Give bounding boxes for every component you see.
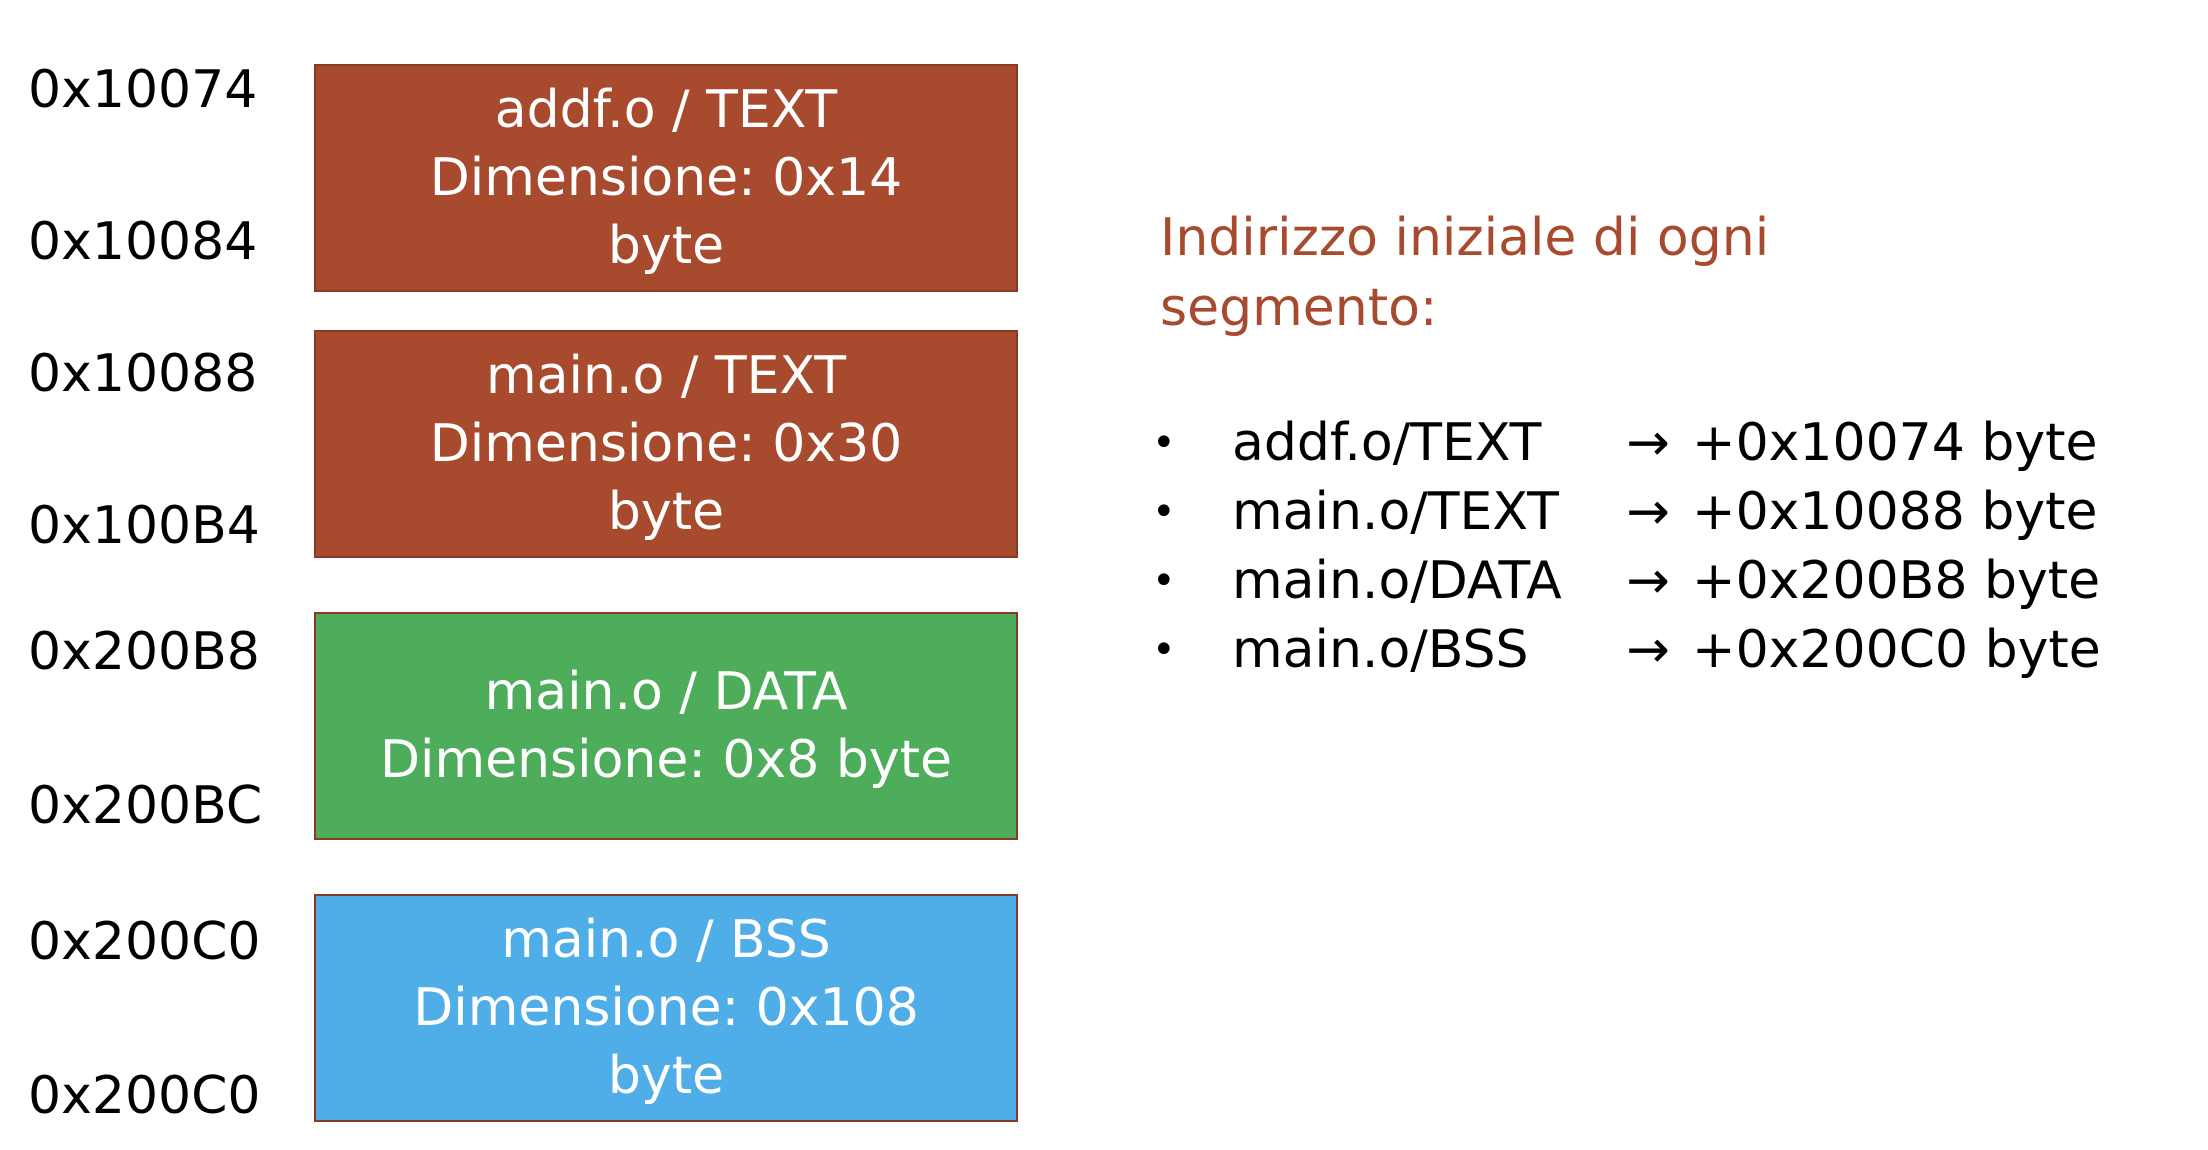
- segment-size: Dimensione: 0x8 byte: [379, 730, 953, 790]
- bullet-icon: •: [1152, 626, 1176, 673]
- segment-addf-text: addf.o / TEXT Dimensione: 0x14 byte: [314, 64, 1018, 292]
- legend-item: • main.o/BSS → +0x200C0 byte: [1152, 615, 2101, 684]
- segment-size: Dimensione: 0x30: [429, 414, 903, 474]
- segment-size: Dimensione: 0x14: [429, 148, 903, 208]
- segment-title: main.o / BSS: [501, 910, 831, 970]
- segment-size: Dimensione: 0x108: [413, 978, 919, 1038]
- address-label: 0x100B4: [28, 496, 260, 556]
- arrow-right-icon: →: [1626, 619, 1670, 680]
- address-label: 0x200BC: [28, 776, 263, 836]
- bullet-icon: •: [1152, 557, 1176, 604]
- legend-item-offset: +0x200B8 byte: [1692, 550, 2101, 611]
- address-label: 0x10088: [28, 344, 258, 404]
- legend-item-name: main.o/TEXT: [1232, 481, 1559, 542]
- legend-item-name: main.o/BSS: [1232, 619, 1529, 680]
- legend-item-name: addf.o/TEXT: [1232, 412, 1542, 473]
- legend-item: • addf.o/TEXT → +0x10074 byte: [1152, 408, 2101, 477]
- segment-main-data: main.o / DATA Dimensione: 0x8 byte: [314, 612, 1018, 840]
- address-label: 0x10084: [28, 212, 258, 272]
- bullet-icon: •: [1152, 488, 1176, 535]
- arrow-right-icon: →: [1626, 550, 1670, 611]
- arrow-right-icon: →: [1626, 481, 1670, 542]
- legend-title: Indirizzo iniziale di ogni segmento:: [1160, 208, 1770, 338]
- segment-unit: byte: [607, 482, 725, 542]
- legend-item-name: main.o/DATA: [1232, 550, 1562, 611]
- segment-unit: byte: [607, 216, 725, 276]
- segment-unit: byte: [607, 1046, 725, 1106]
- legend-list: • addf.o/TEXT → +0x10074 byte • main.o/T…: [1152, 408, 2101, 684]
- address-label: 0x200C0: [28, 912, 261, 972]
- legend-item-offset: +0x10088 byte: [1692, 481, 2098, 542]
- address-label: 0x10074: [28, 60, 258, 120]
- legend-item: • main.o/TEXT → +0x10088 byte: [1152, 477, 2101, 546]
- legend-item-offset: +0x200C0 byte: [1692, 619, 2101, 680]
- address-label: 0x200B8: [28, 622, 260, 682]
- legend-item-offset: +0x10074 byte: [1692, 412, 2098, 473]
- legend-item: • main.o/DATA → +0x200B8 byte: [1152, 546, 2101, 615]
- segment-main-bss: main.o / BSS Dimensione: 0x108 byte: [314, 894, 1018, 1122]
- bullet-icon: •: [1152, 419, 1176, 466]
- segment-title: main.o / TEXT: [486, 346, 846, 406]
- arrow-right-icon: →: [1626, 412, 1670, 473]
- address-label: 0x200C0: [28, 1066, 261, 1126]
- segment-title: addf.o / TEXT: [494, 80, 838, 140]
- segment-main-text: main.o / TEXT Dimensione: 0x30 byte: [314, 330, 1018, 558]
- segment-title: main.o / DATA: [484, 662, 848, 722]
